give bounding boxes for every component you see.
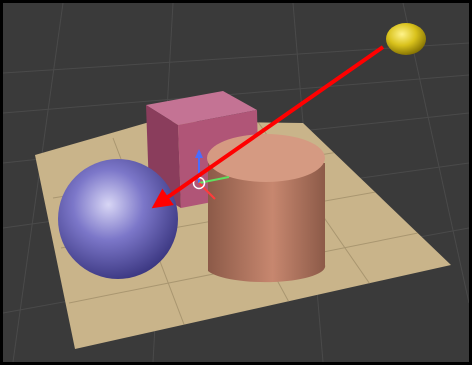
x-axis-handle[interactable]: [198, 182, 216, 200]
3d-viewport[interactable]: [3, 3, 469, 362]
red-arrow-icon: [151, 45, 385, 209]
lamp-object[interactable]: [386, 23, 426, 55]
transform-gizmo[interactable]: [192, 149, 230, 200]
z-axis-arrow-icon: [195, 149, 203, 158]
cylinder-body: [208, 163, 326, 283]
cube-top-face: [146, 91, 257, 125]
cylinder-top: [207, 134, 325, 182]
cylinder-object[interactable]: [207, 134, 326, 283]
sphere-object[interactable]: [58, 159, 178, 279]
